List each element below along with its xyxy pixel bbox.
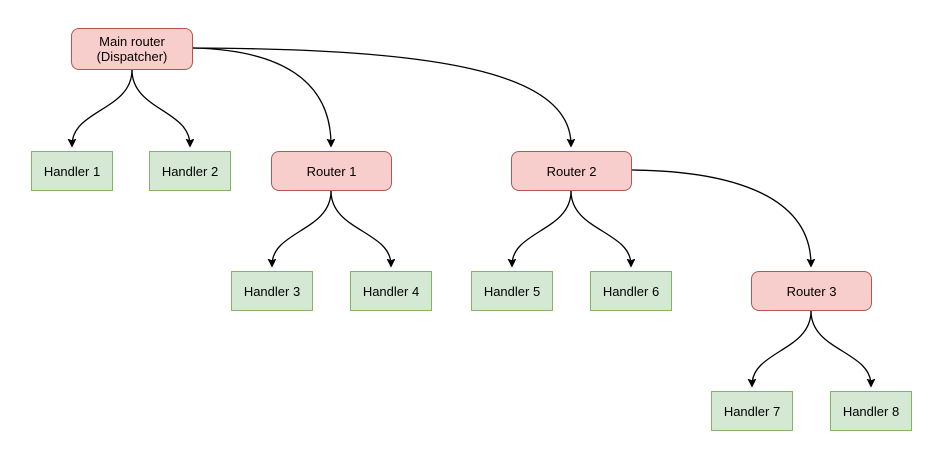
node-label: Handler 4 — [362, 283, 420, 299]
edge-main-to-router-1 — [192, 47, 331, 145]
node-label: Handler 8 — [842, 403, 900, 419]
node-router-2[interactable]: Router 2 — [511, 151, 632, 191]
node-main-router[interactable]: Main router (Dispatcher) — [71, 28, 193, 70]
edge-router-3-to-handler-8 — [810, 310, 871, 385]
edge-main-to-handler-2 — [131, 69, 190, 145]
edge-router-1-to-handler-4 — [330, 190, 391, 265]
node-label: Router 3 — [786, 283, 837, 299]
node-label: Router 1 — [306, 163, 357, 179]
edge-router-2-to-handler-5 — [512, 190, 572, 265]
node-handler-5[interactable]: Handler 5 — [471, 271, 553, 311]
edge-router-1-to-handler-3 — [272, 190, 332, 265]
node-handler-4[interactable]: Handler 4 — [350, 271, 432, 311]
node-label: Handler 7 — [723, 403, 781, 419]
node-handler-7[interactable]: Handler 7 — [711, 391, 793, 431]
edge-router-2-to-router-3 — [631, 169, 811, 265]
node-label: Handler 2 — [161, 163, 219, 179]
node-handler-8[interactable]: Handler 8 — [830, 391, 912, 431]
node-label: Handler 3 — [243, 283, 301, 299]
node-label: Main router (Dispatcher) — [96, 34, 168, 64]
node-label: Handler 1 — [43, 163, 101, 179]
node-router-3[interactable]: Router 3 — [751, 271, 872, 311]
edge-main-to-router-2 — [192, 47, 571, 145]
node-handler-2[interactable]: Handler 2 — [149, 151, 231, 191]
edge-router-3-to-handler-7 — [752, 310, 812, 385]
node-label: Router 2 — [546, 163, 597, 179]
node-handler-6[interactable]: Handler 6 — [590, 271, 672, 311]
node-handler-1[interactable]: Handler 1 — [31, 151, 113, 191]
node-label: Handler 5 — [483, 283, 541, 299]
node-router-1[interactable]: Router 1 — [271, 151, 392, 191]
node-handler-3[interactable]: Handler 3 — [231, 271, 313, 311]
edge-router-2-to-handler-6 — [570, 190, 631, 265]
edge-main-to-handler-1 — [72, 69, 133, 145]
node-label: Handler 6 — [602, 283, 660, 299]
edges — [72, 47, 871, 385]
